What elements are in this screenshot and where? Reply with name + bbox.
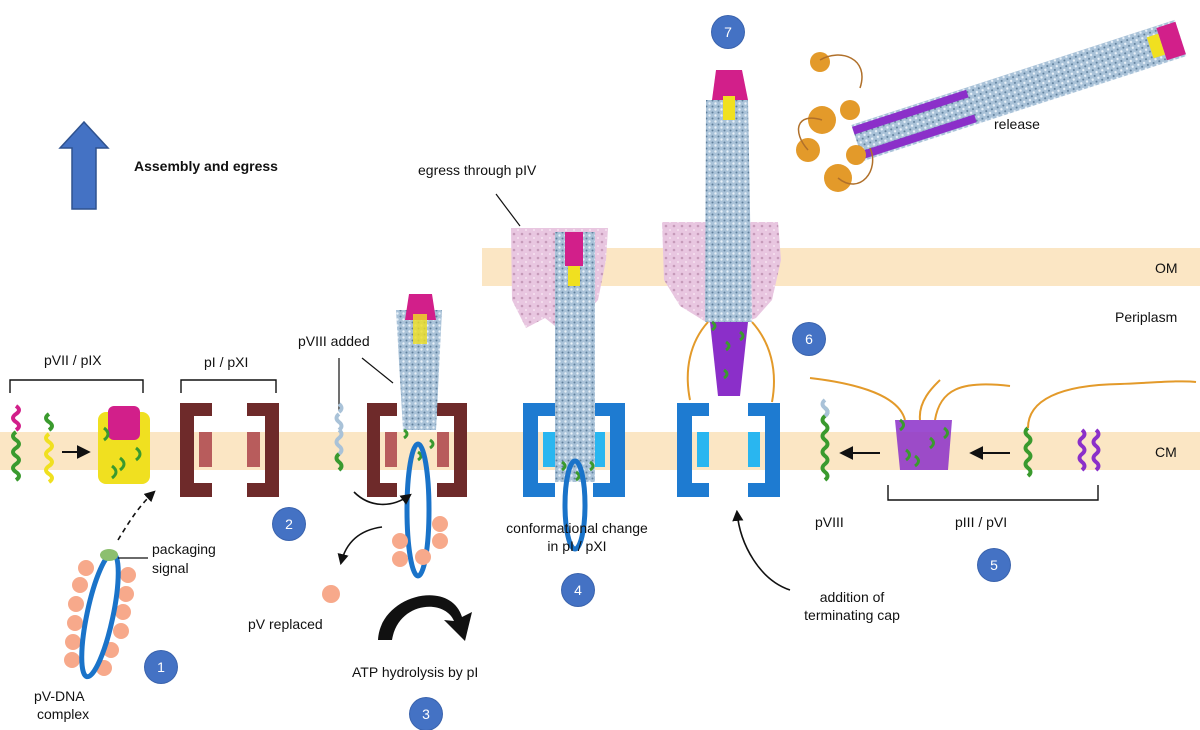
step-badge-4: 4 xyxy=(562,574,594,606)
pv-replaced-arrow xyxy=(337,526,383,566)
packaging-signal-label-line2: signal xyxy=(152,560,189,576)
pv-dna-complex xyxy=(64,549,136,680)
periplasm-label: Periplasm xyxy=(1115,309,1178,325)
pv-dimers xyxy=(64,560,136,676)
pvi-helices xyxy=(1077,428,1101,472)
pviii-added-leader xyxy=(361,357,394,384)
pviii-label: pVIII xyxy=(815,514,844,530)
atp-hydrolysis-label: ATP hydrolysis by pI xyxy=(352,664,479,680)
pi-pxi-channel-terminating xyxy=(677,403,780,497)
pviii-added-helix-tm xyxy=(334,452,344,472)
conformational-change-label-line1: conformational change xyxy=(506,520,648,536)
phage-filament-egressing xyxy=(555,232,595,482)
terminating-cap-label-line2: terminating cap xyxy=(804,607,900,623)
terminating-cap-label-line1: addition of xyxy=(819,589,885,605)
growing-phage-filament xyxy=(396,294,442,462)
assembly-direction-arrow xyxy=(58,120,110,210)
diagram-title: Assembly and egress xyxy=(134,158,278,174)
pi-pxi-channel-closed xyxy=(180,403,279,497)
conformational-change-label-line2: in pI / pXI xyxy=(547,538,607,554)
terminating-cap-arrow xyxy=(732,509,791,591)
cytoplasmic-membrane-label: CM xyxy=(1155,444,1177,460)
pi-pxi-channel-active xyxy=(367,403,467,497)
piii-pvi-bracket xyxy=(887,485,1099,501)
piii-pvi-complex xyxy=(809,377,1011,470)
pvii-pix-bracket xyxy=(9,379,144,393)
step-badge-5: 5 xyxy=(978,549,1010,581)
pviii-helix xyxy=(820,406,830,482)
step-badge-3: 3 xyxy=(410,698,442,730)
released-pv xyxy=(322,585,340,603)
pviii-added-label: pVIII added xyxy=(298,333,370,349)
arrow-into-channel xyxy=(353,491,412,506)
pvii-pix-assembled-tip xyxy=(98,406,150,484)
dna-being-packaged xyxy=(404,441,432,579)
outer-membrane-label: OM xyxy=(1155,260,1178,276)
pix-helix xyxy=(44,412,54,484)
piii-extracellular-domain xyxy=(1027,380,1197,429)
step-badge-2: 2 xyxy=(273,508,305,540)
pv-dna-label-line2: complex xyxy=(37,706,90,722)
atp-hydrolysis-arrow xyxy=(378,595,472,641)
pv-replaced-label: pV replaced xyxy=(248,616,323,632)
released-virion-linkers xyxy=(797,54,874,185)
packaging-signal-hairpin xyxy=(100,549,118,561)
pi-pxi-bracket xyxy=(180,379,277,393)
release-label: release xyxy=(994,116,1040,132)
pvii-pix-label: pVII / pIX xyxy=(44,352,102,368)
pi-pxi-channel-open xyxy=(523,403,625,497)
pv-being-replaced xyxy=(392,516,448,567)
step-badge-7: 7 xyxy=(712,16,744,48)
dna-entering-4 xyxy=(562,458,588,552)
released-virion xyxy=(851,19,1187,162)
pvii-helix xyxy=(11,404,21,482)
egress-pointer xyxy=(495,193,521,227)
step-badge-6: 6 xyxy=(793,323,825,355)
arrow-to-membrane xyxy=(117,490,156,541)
packaging-signal-label-line1: packaging xyxy=(152,541,216,557)
pi-pxi-label: pI / pXI xyxy=(204,354,249,370)
step-badge-1: 1 xyxy=(145,651,177,683)
egress-through-piv-label: egress through pIV xyxy=(418,162,537,178)
phage-filament-exiting xyxy=(686,70,775,403)
pviii-helix-n-term xyxy=(820,398,830,418)
released-virion-piii-domains xyxy=(796,52,866,192)
piii-pvi-label: pIII / pVI xyxy=(955,514,1008,530)
pv-dna-label-line1: pV-DNA xyxy=(34,688,85,704)
piii-helix-free xyxy=(1023,426,1033,478)
